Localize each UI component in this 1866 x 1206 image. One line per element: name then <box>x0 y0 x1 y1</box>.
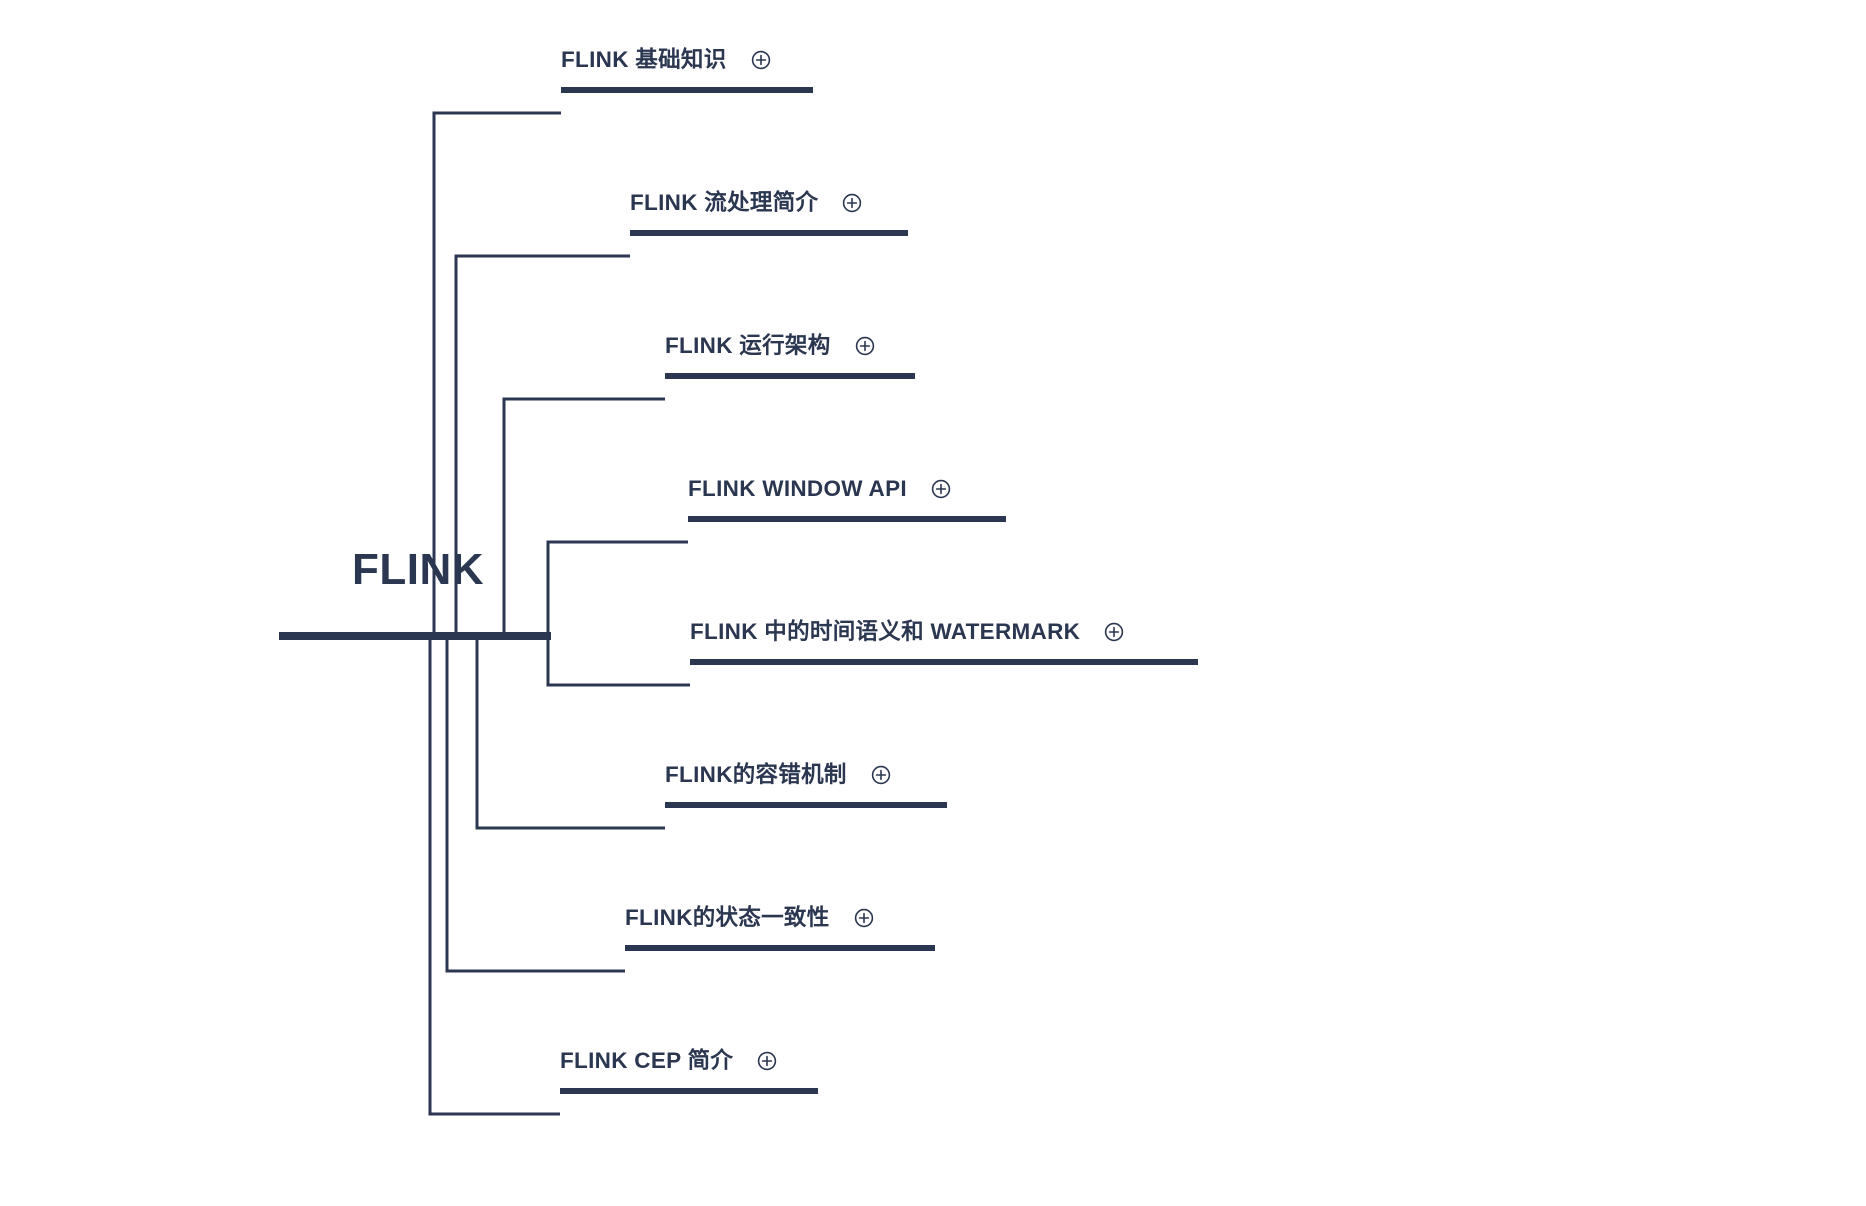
root-node-underline <box>279 632 551 640</box>
branch-node[interactable]: FLINK 流处理简介 <box>614 190 908 236</box>
connector-branch-6 <box>475 637 665 830</box>
connector-branch-5 <box>546 637 690 687</box>
branch-node[interactable]: FLINK的容错机制 <box>649 762 947 808</box>
branch-underline <box>688 515 1006 522</box>
branch-node[interactable]: FLINK 基础知识 <box>545 47 813 93</box>
connector-branch-4 <box>546 540 688 637</box>
branch-underline <box>560 1087 818 1094</box>
branch-underline <box>665 372 915 379</box>
branch-node[interactable]: FLINK CEP 简介 <box>544 1048 818 1094</box>
branch-node[interactable]: FLINK的状态一致性 <box>609 905 935 951</box>
plus-circle-icon[interactable] <box>842 193 862 213</box>
plus-circle-icon[interactable] <box>871 765 891 785</box>
branch-underline <box>690 658 1198 665</box>
root-node[interactable]: FLINK <box>279 548 551 640</box>
plus-circle-icon[interactable] <box>1104 622 1124 642</box>
plus-circle-icon[interactable] <box>854 908 874 928</box>
branch-underline <box>665 801 947 808</box>
plus-circle-icon[interactable] <box>931 479 951 499</box>
branch-label: FLINK 中的时间语义和 WATERMARK <box>690 619 1081 644</box>
root-node-label: FLINK <box>352 545 485 594</box>
branch-label: FLINK 基础知识 <box>561 47 727 72</box>
connector-branch-7 <box>445 637 625 973</box>
branch-underline <box>625 944 935 951</box>
plus-circle-icon[interactable] <box>751 50 771 70</box>
plus-circle-icon[interactable] <box>757 1051 777 1071</box>
branch-underline <box>561 86 813 93</box>
branch-label: FLINK的容错机制 <box>665 762 847 787</box>
branch-node[interactable]: FLINK WINDOW API <box>672 476 1006 522</box>
branch-label: FLINK 运行架构 <box>665 333 831 358</box>
branch-node[interactable]: FLINK 中的时间语义和 WATERMARK <box>674 619 1198 665</box>
branch-label: FLINK CEP 简介 <box>560 1048 734 1073</box>
branch-underline <box>630 229 908 236</box>
branch-node[interactable]: FLINK 运行架构 <box>649 333 915 379</box>
branch-label: FLINK 流处理简介 <box>630 190 819 215</box>
connector-branch-8 <box>428 637 560 1116</box>
branch-label: FLINK WINDOW API <box>688 476 907 501</box>
branch-label: FLINK的状态一致性 <box>625 905 830 930</box>
plus-circle-icon[interactable] <box>855 336 875 356</box>
